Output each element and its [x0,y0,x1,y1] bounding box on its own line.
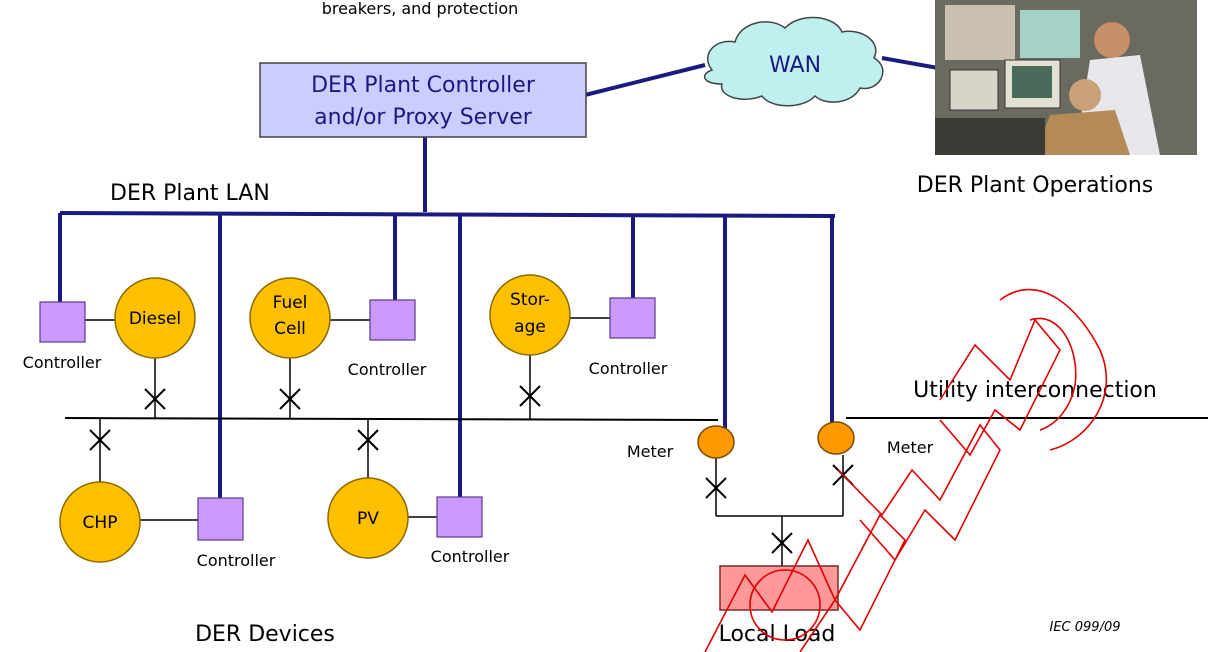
wan-label: WAN [769,53,821,78]
fuel-cell-device [249,277,331,359]
storage-label-2: age [514,317,546,337]
storage-controller [609,297,656,339]
local-load-label: Local Load [719,622,836,647]
der-devices-label: DER Devices [195,622,335,647]
diesel-controller [39,301,86,343]
wan-cloud [703,16,884,107]
storage-device [489,274,571,356]
plant-controller-line2: and/or Proxy Server [314,105,533,130]
chp-device [59,481,141,563]
meter-wiring [705,455,854,566]
local-load-box [719,565,839,611]
lan-label: DER Plant LAN [110,181,270,206]
pv-device [327,477,409,559]
pv-controller-label: Controller [431,547,510,566]
power-bus [64,417,1208,421]
pv-controller [436,496,483,538]
fuel-cell-label-1: Fuel [273,293,308,313]
operations-photo [935,0,1197,155]
meter-local [697,425,735,459]
pv-branch [357,419,437,518]
fuel-cell-branch [279,319,370,419]
meter-utility [817,421,855,455]
storage-controller-label: Controller [589,359,668,378]
storage-label-1: Stor- [510,290,550,310]
diesel-branch [85,319,166,419]
watermark [704,288,1108,652]
storage-branch [519,317,610,419]
diesel-label: Diesel [129,309,181,329]
fuel-cell-label-2: Cell [274,319,306,339]
fuel-cell-controller-label: Controller [348,360,427,379]
lan-wiring [58,56,939,500]
meter-utility-label: Meter [887,438,934,457]
diesel-controller-label: Controller [23,353,102,372]
diesel-device [114,277,196,359]
chp-label: CHP [83,513,118,533]
pv-label: PV [357,509,379,529]
plant-controller-box [259,62,587,138]
chp-branch [89,419,198,521]
fuel-cell-controller [369,299,416,341]
chp-controller [197,497,244,541]
operations-label: DER Plant Operations [917,173,1154,198]
iec-reference: IEC 099/09 [1050,620,1121,635]
chp-controller-label: Controller [197,551,276,570]
meter-local-label: Meter [627,442,674,461]
plant-controller-line1: DER Plant Controller [311,73,536,98]
top-note: breakers, and protection [322,0,519,18]
